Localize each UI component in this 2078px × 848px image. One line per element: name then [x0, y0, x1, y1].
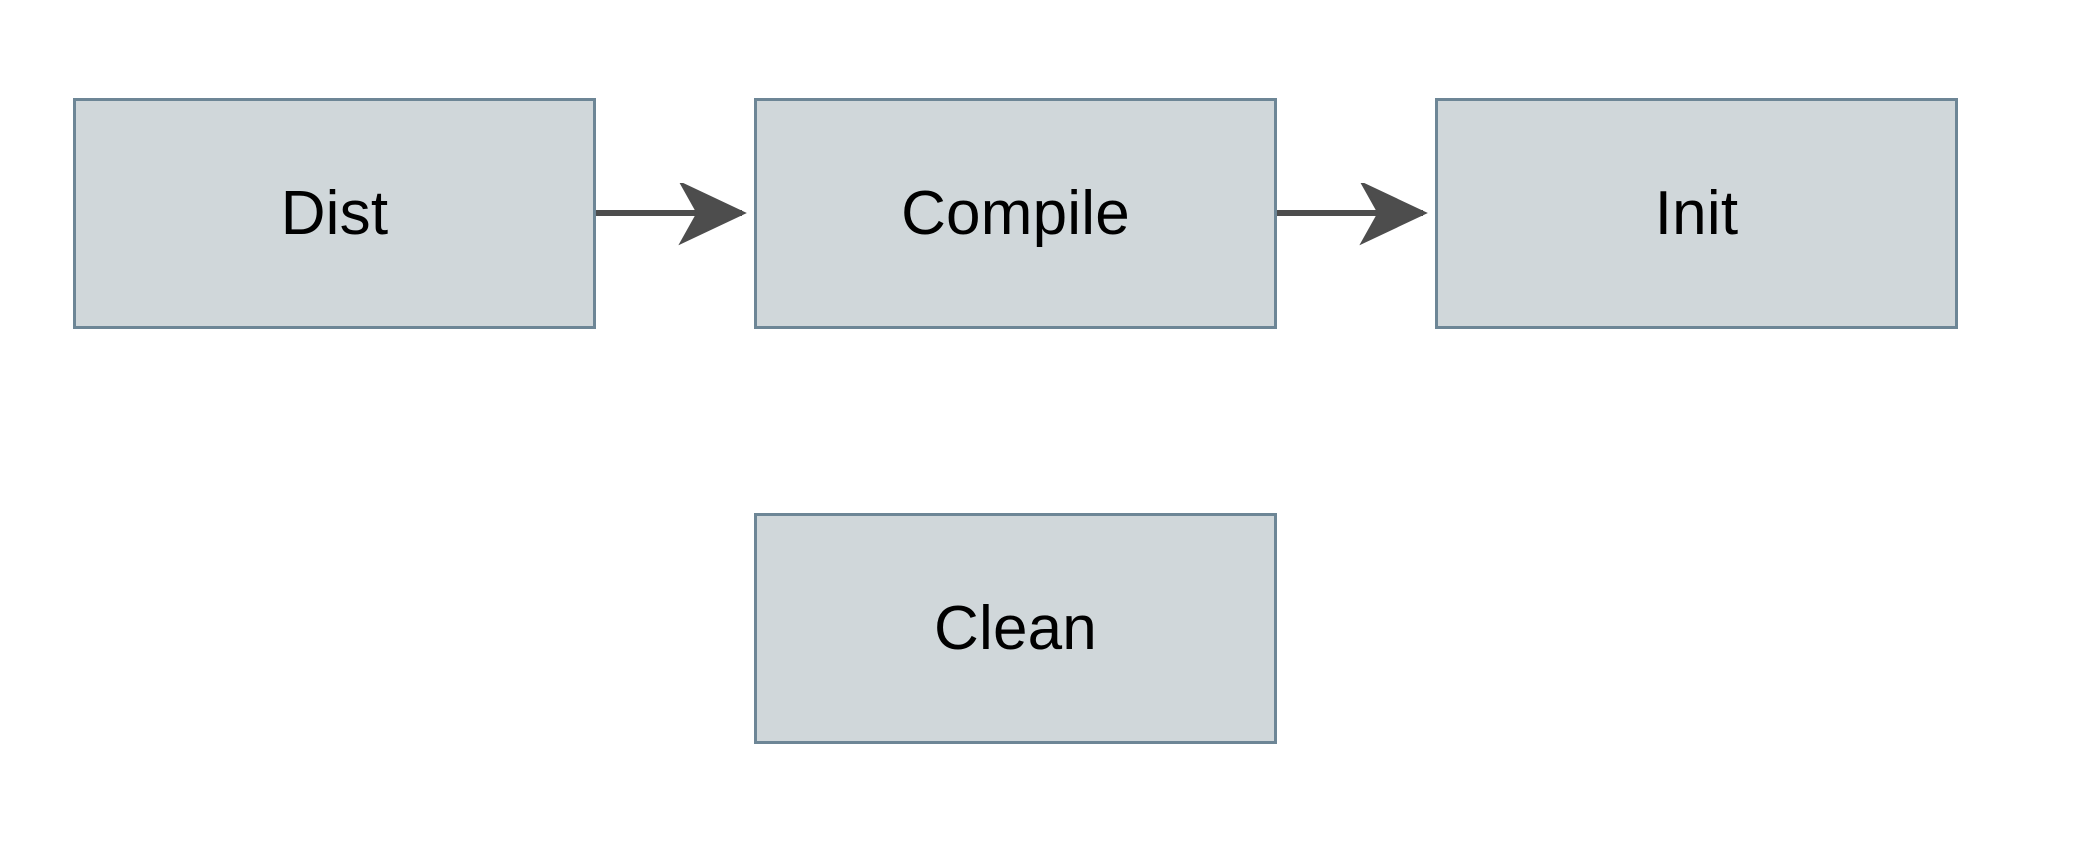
node-compile[interactable]: Compile: [754, 98, 1277, 329]
node-dist-label: Dist: [280, 178, 389, 248]
node-dist[interactable]: Dist: [73, 98, 596, 329]
node-compile-label: Compile: [901, 178, 1130, 248]
node-clean-label: Clean: [934, 593, 1097, 663]
node-init[interactable]: Init: [1435, 98, 1958, 329]
node-init-label: Init: [1654, 178, 1739, 248]
node-clean[interactable]: Clean: [754, 513, 1277, 744]
